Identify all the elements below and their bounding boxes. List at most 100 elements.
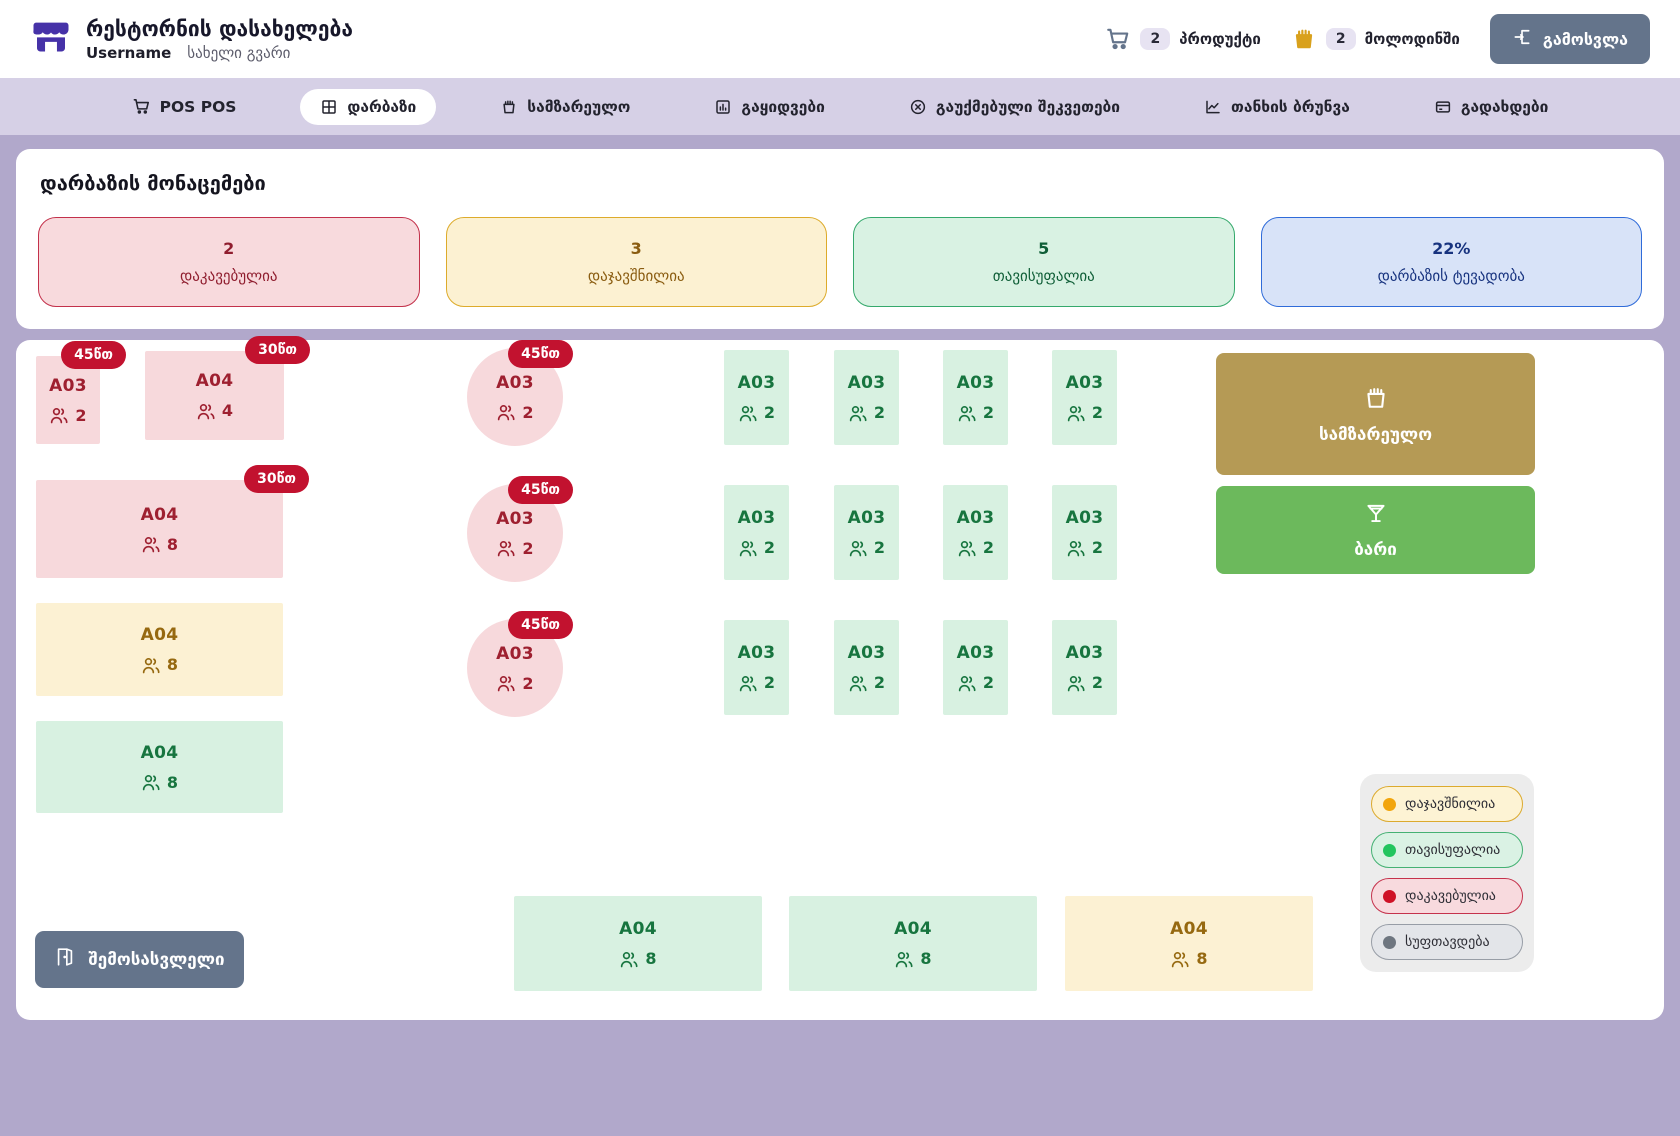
guest-count: 8	[1170, 949, 1208, 968]
status-dot	[1383, 797, 1396, 811]
guest-count: 2	[848, 538, 885, 557]
status-dot	[1383, 889, 1396, 903]
bar-label: ბარი	[1354, 539, 1397, 560]
stat-label: დარბაზის ტევადობა	[1377, 267, 1525, 285]
guest-count: 8	[619, 949, 657, 968]
guest-count: 2	[957, 403, 994, 422]
guest-count: 2	[1066, 403, 1103, 422]
cart-icon	[132, 97, 151, 116]
table-a03[interactable]: A03 2	[834, 350, 899, 445]
logout-label: გამოსვლა	[1542, 29, 1628, 49]
tab-cash-turnover[interactable]: თანხის ბრუნვა	[1184, 89, 1370, 125]
table-label: A03	[49, 375, 87, 396]
users-icon	[738, 404, 758, 422]
legend-reserved: დაჯავშნილია	[1371, 786, 1523, 822]
tab-hall[interactable]: დარბაზი	[300, 88, 437, 125]
time-badge: 45წთ	[61, 341, 126, 369]
tab-kitchen[interactable]: სამზარეულო	[480, 89, 650, 125]
pending-label: მოლოდინში	[1364, 30, 1460, 48]
table-a03[interactable]: A03 2	[834, 485, 899, 580]
users-icon	[957, 674, 977, 692]
basket-icon	[1291, 26, 1317, 52]
status-dot	[1383, 843, 1396, 857]
tab-payments[interactable]: გადახდები	[1414, 89, 1569, 125]
trend-icon	[1204, 98, 1222, 116]
pending-indicator[interactable]: 2 მოლოდინში	[1291, 26, 1460, 52]
legend-cleaning: სუფთავდება	[1371, 924, 1523, 960]
stat-value: 2	[223, 239, 235, 258]
basket-icon	[1362, 384, 1390, 412]
stat-card-capacity: 22%დარბაზის ტევადობა	[1260, 217, 1642, 307]
guest-count: 8	[141, 535, 178, 554]
username: Username	[86, 43, 172, 62]
stat-label: დაჯავშნილია	[587, 267, 685, 285]
table-label: A03	[496, 372, 534, 393]
kitchen-zone[interactable]: სამზარეულო	[1216, 353, 1535, 475]
users-icon	[848, 674, 868, 692]
table-label: A03	[496, 643, 534, 664]
products-indicator[interactable]: 2 პროდუქტი	[1105, 26, 1261, 52]
tab-sales[interactable]: გაყიდვები	[694, 89, 844, 125]
table-label: A03	[847, 373, 886, 393]
guest-count: 2	[1066, 538, 1103, 557]
user-fullname: სახელი გვარი	[187, 43, 291, 62]
tab-pos[interactable]: POS POS	[112, 88, 257, 125]
users-icon	[894, 950, 914, 968]
time-badge: 45წთ	[508, 611, 573, 639]
legend-label: დაკავებულია	[1405, 888, 1496, 904]
users-icon	[957, 404, 977, 422]
table-label: A03	[737, 373, 776, 393]
legend-occupied: დაკავებულია	[1371, 878, 1523, 914]
tab-label: POS POS	[159, 97, 237, 116]
users-icon	[738, 674, 758, 692]
tab-label: თანხის ბრუნვა	[1231, 97, 1350, 116]
guest-count: 2	[848, 403, 885, 422]
bar-zone[interactable]: ბარი	[1216, 486, 1535, 574]
floor-plan: სამზარეულო ბარი შემოსასვლელი დაჯავშნილია…	[16, 336, 1664, 1020]
time-badge: 30წთ	[244, 465, 309, 493]
status-legend: დაჯავშნილია თავისუფალია დაკავებულია სუფთავდ…	[1360, 774, 1534, 972]
bar-chart-icon	[714, 98, 732, 116]
table-label: A04	[195, 371, 234, 391]
tab-label: გაუქმებული შეკვეთები	[935, 97, 1121, 116]
logout-icon	[1512, 27, 1532, 51]
table-label: A04	[894, 919, 932, 939]
table-label: A03	[737, 508, 776, 528]
guest-count: 2	[496, 674, 534, 693]
tab-label: სამზარეულო	[527, 97, 631, 116]
users-icon	[1066, 404, 1086, 422]
table-label: A03	[847, 508, 886, 528]
table-label: A04	[140, 625, 179, 645]
pending-count: 2	[1325, 28, 1356, 50]
kitchen-label: სამზარეულო	[1318, 424, 1433, 445]
tab-cancelled-orders[interactable]: გაუქმებული შეკვეთები	[889, 89, 1140, 125]
logout-button[interactable]: გამოსვლა	[1489, 14, 1650, 64]
legend-free: თავისუფალია	[1371, 832, 1523, 868]
stats-title: დარბაზის მონაცემები	[40, 171, 266, 195]
guest-count: 2	[848, 673, 885, 692]
stat-value: 3	[630, 239, 642, 258]
